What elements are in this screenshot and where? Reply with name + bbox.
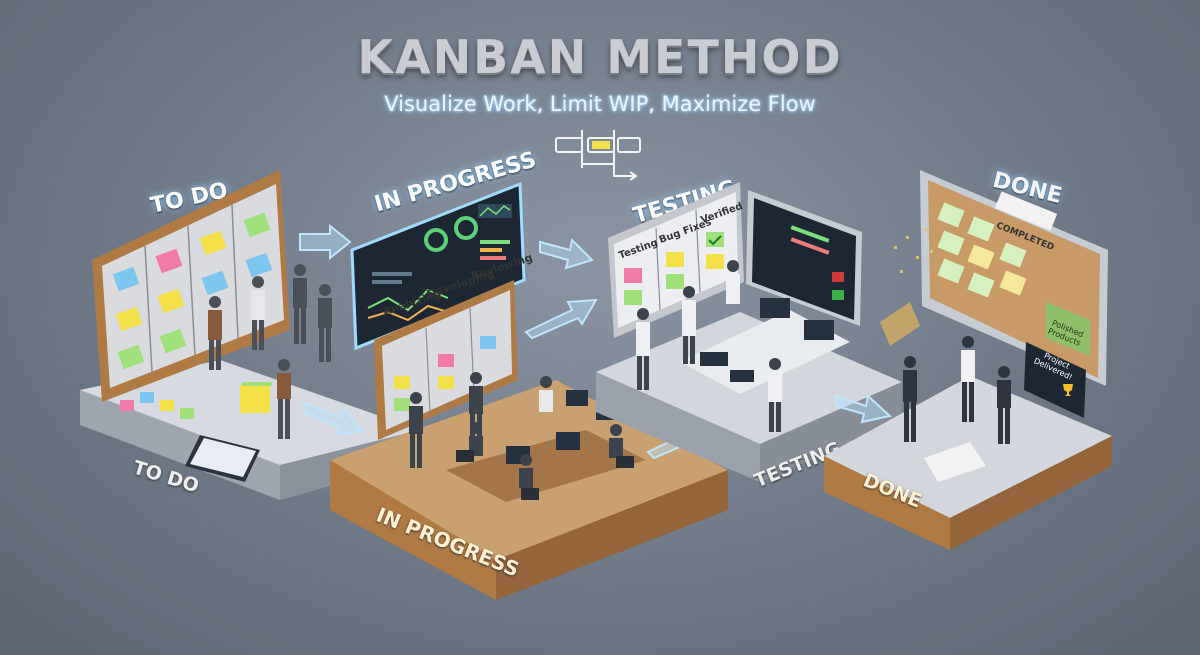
trophy-icon: [1063, 384, 1073, 396]
done-platform: [824, 170, 1112, 550]
dashboard-screen: [350, 181, 526, 351]
check-icon: [708, 235, 722, 246]
testing-platform: [596, 182, 902, 482]
flow-arrow-icon: [835, 394, 893, 424]
page-title: KANBAN METHOD: [357, 30, 843, 84]
page-subtitle: Visualize Work, Limit WIP, Maximize Flow: [384, 92, 816, 116]
flow-arrow-icon: [539, 237, 594, 270]
flow-arrow-icon: [303, 401, 364, 437]
flow-arrow-icon: [299, 223, 352, 261]
kanban-flow-icon: [555, 130, 641, 181]
flow-arrow-icon: [524, 298, 598, 340]
